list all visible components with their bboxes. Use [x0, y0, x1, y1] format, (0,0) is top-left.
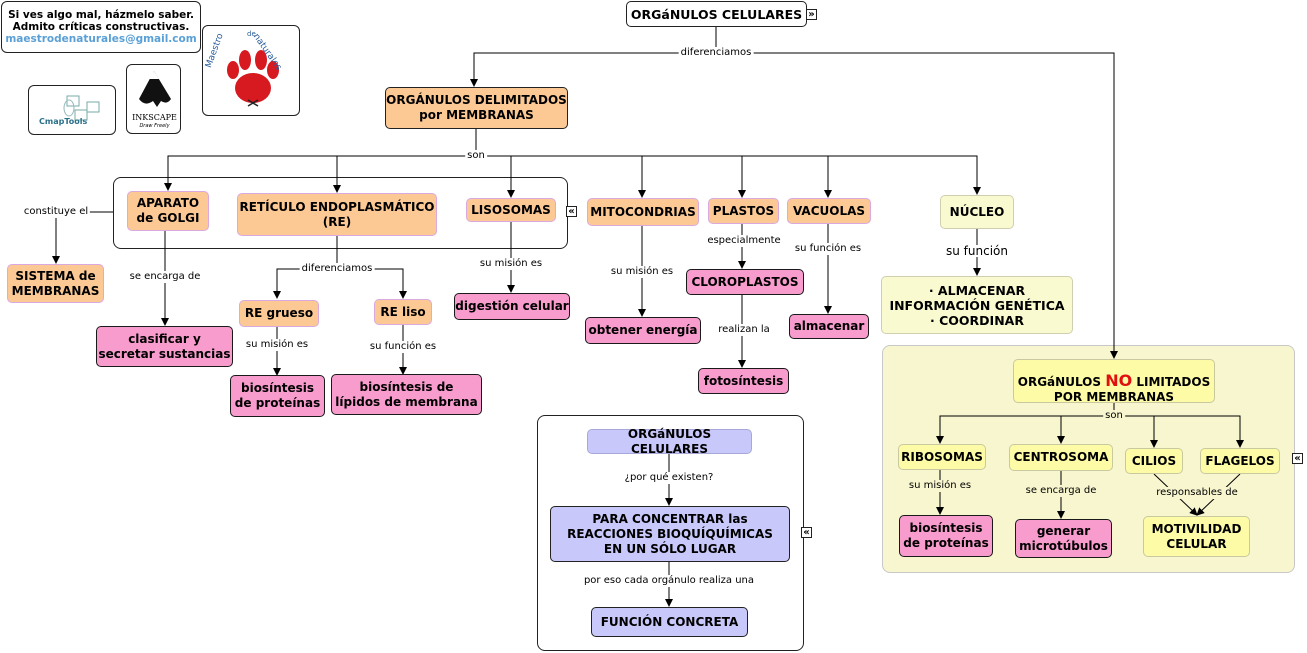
- feedback-note: Si ves algo mal, házmelo saber. Admito c…: [1, 1, 201, 53]
- no-limitados-suffix: LIMITADOS: [1132, 374, 1211, 389]
- link-son-no-limitados: son: [1103, 410, 1125, 422]
- organulos-no-limitados-node[interactable]: ORGáNULOS NO LIMITADOS POR MEMBRANAS: [1013, 358, 1215, 404]
- aparato-golgi-node[interactable]: APARATO de GOLGI: [127, 191, 209, 231]
- sistema-membranas-node[interactable]: SISTEMA de MEMBRANAS: [7, 264, 104, 303]
- link-su-mision-ribosomas: su misión es: [906, 480, 974, 492]
- maestro-de-naturales-logo[interactable]: Maestro de naturales: [202, 25, 300, 116]
- lisosomas-node[interactable]: LISOSOMAS: [466, 198, 556, 222]
- vacuolas-node[interactable]: VACUOLAS: [787, 198, 871, 224]
- almacenar-node[interactable]: almacenar: [789, 314, 869, 339]
- cloroplastos-node[interactable]: CLOROPLASTOS: [686, 269, 804, 295]
- link-su-mision-re-grueso: su misión es: [243, 339, 311, 351]
- link-su-mision-lisosomas: su misión es: [477, 258, 545, 270]
- funcion-concreta-node[interactable]: FUNCIÓN CONCRETA: [591, 607, 748, 637]
- expand-icon[interactable]: »: [806, 9, 817, 20]
- link-su-mision-mitocondrias: su misión es: [608, 266, 676, 278]
- paw-icon: [227, 50, 279, 107]
- link-responsables-de: responsables de: [1154, 487, 1240, 499]
- inkscape-tagline: Draw Freely: [139, 123, 170, 129]
- cilios-node[interactable]: CILIOS: [1125, 448, 1183, 474]
- link-constituye-el: constituye el: [21, 206, 91, 218]
- feedback-line-1: Si ves algo mal, házmelo saber.: [8, 9, 194, 21]
- link-especialmente: especialmente: [705, 235, 783, 247]
- cmaptools-icon: [63, 95, 100, 121]
- almacenar-informacion-node[interactable]: · ALMACENAR INFORMACIÓN GENÉTICA · COORD…: [881, 276, 1073, 334]
- digestion-celular-node[interactable]: digestión celular: [454, 293, 570, 320]
- link-por-que-existen: ¿por qué existen?: [622, 472, 716, 484]
- cmaptools-logo[interactable]: CmapTools: [28, 85, 116, 135]
- biosintesis-lipidos-node[interactable]: biosíntesis de lípidos de membrana: [331, 374, 482, 415]
- organulos-delimitados-node[interactable]: ORGÁNULOS DELIMITADOS por MEMBRANAS: [385, 87, 568, 129]
- collapse-icon[interactable]: «: [801, 527, 812, 538]
- inkscape-label: INKSCAPE: [132, 113, 177, 122]
- clasificar-secretar-node[interactable]: clasificar y secretar sustancias: [96, 326, 233, 367]
- link-su-funcion-nucleo: su función: [944, 244, 1010, 258]
- mitocondrias-node[interactable]: MITOCONDRIAS: [587, 198, 699, 226]
- biosintesis-proteinas-node[interactable]: biosíntesis de proteínas: [230, 375, 325, 417]
- link-se-encarga-centrosoma: se encarga de: [1023, 485, 1099, 497]
- no-limitados-line-2: POR MEMBRANAS: [1053, 389, 1175, 404]
- reticulo-endoplasmatico-node[interactable]: RETÍCULO ENDOPLASMÁTICO (RE): [237, 193, 437, 236]
- inkscape-logo[interactable]: INKSCAPE Draw Freely: [126, 64, 181, 134]
- link-realizan-la: realizan la: [716, 324, 772, 336]
- organulos-celulares-root[interactable]: ORGáNULOS CELULARES: [626, 1, 807, 27]
- collapse-icon[interactable]: «: [1292, 453, 1303, 464]
- generar-microtubulos-node[interactable]: generar microtúbulos: [1015, 519, 1112, 558]
- inkscape-icon: [139, 71, 171, 107]
- cmaptools-label: CmapTools: [39, 117, 88, 126]
- plastos-node[interactable]: PLASTOS: [708, 198, 779, 224]
- obtener-energia-node[interactable]: obtener energía: [585, 317, 701, 344]
- nucleo-node[interactable]: NÚCLEO: [940, 195, 1014, 229]
- no-limitados-prefix: ORGáNULOS: [1017, 374, 1106, 389]
- collapse-icon[interactable]: «: [566, 206, 577, 217]
- feedback-line-2: Admito críticas constructivas.: [12, 21, 190, 33]
- link-son: son: [465, 150, 487, 162]
- ribosomas-node[interactable]: RIBOSOMAS: [898, 444, 986, 470]
- link-su-funcion-vacuolas: su función es: [792, 243, 864, 255]
- link-su-funcion-re-liso: su función es: [367, 341, 439, 353]
- link-por-eso: por eso cada orgánulo realiza una: [581, 575, 757, 587]
- re-grueso-node[interactable]: RE grueso: [239, 300, 319, 327]
- de-word: de: [247, 30, 256, 38]
- organulos-celulares-secondary-node[interactable]: ORGáNULOS CELULARES: [587, 427, 752, 456]
- fotosintesis-node[interactable]: fotosíntesis: [698, 368, 789, 394]
- flagelos-node[interactable]: FLAGELOS: [1200, 448, 1280, 474]
- no-highlight: NO: [1105, 370, 1133, 390]
- centrosoma-node[interactable]: CENTROSOMA: [1009, 444, 1113, 471]
- link-diferenciamos: diferenciamos: [678, 47, 754, 59]
- link-se-encarga-de: se encarga de: [127, 271, 203, 283]
- biosintesis-proteinas-ribosomas-node[interactable]: biosíntesis de proteínas: [899, 515, 993, 557]
- motilidad-celular-node[interactable]: MOTIVILIDAD CELULAR: [1143, 516, 1250, 557]
- link-diferenciamos-re: diferenciamos: [299, 263, 375, 275]
- no-limitados-line-1: ORGáNULOS NO LIMITADOS: [1018, 358, 1210, 390]
- contact-email-link[interactable]: maestrodenaturales@gmail.com: [5, 33, 197, 45]
- concentrar-reacciones-node[interactable]: PARA CONCENTRAR las REACCIONES BIOQUÍQUÍ…: [550, 506, 790, 562]
- re-liso-node[interactable]: RE liso: [374, 299, 432, 325]
